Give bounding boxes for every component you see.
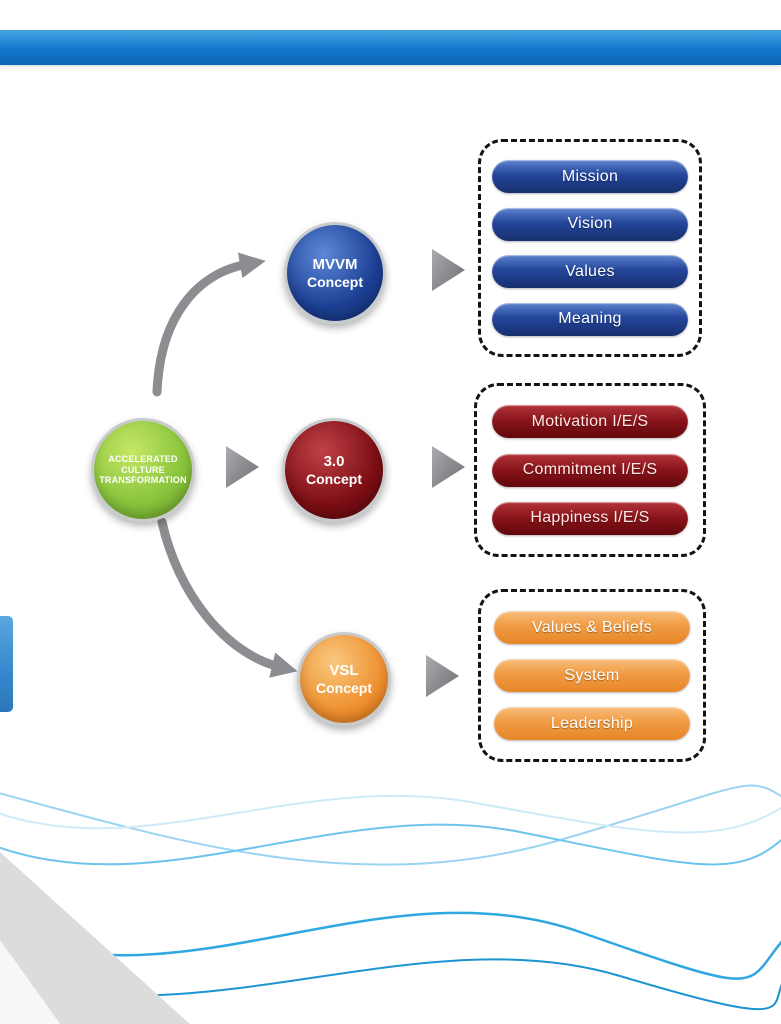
- pill-values-beliefs: Values & Beliefs: [494, 611, 690, 644]
- node-30-title: 3.0: [323, 453, 345, 471]
- header-bar: [0, 30, 781, 65]
- triangle-arrow-icon-root-to-30: [226, 446, 259, 488]
- triangle-arrow-icon-vsl-to-box: [426, 655, 459, 697]
- pill-system: System: [494, 659, 690, 692]
- corner-shape: [0, 940, 60, 1024]
- group-box-mvvm: Mission Vision Values Meaning: [478, 139, 702, 357]
- root-node-accelerated-culture-transformation: ACCELERATED CULTURE TRANSFORMATION: [91, 418, 195, 522]
- pill-mission: Mission: [492, 160, 688, 194]
- pill-commitment: Commitment I/E/S: [492, 453, 688, 487]
- curved-arrow-up-icon: [152, 252, 266, 397]
- group-box-vsl: Values & Beliefs System Leadership: [478, 589, 706, 762]
- pill-values: Values: [492, 255, 688, 289]
- node-vsl-subtitle: Concept: [316, 679, 372, 696]
- root-node-label: ACCELERATED CULTURE TRANSFORMATION: [99, 453, 187, 486]
- node-mvvm-title: MVVM: [312, 256, 358, 274]
- node-mvvm-concept: MVVM Concept: [284, 222, 386, 324]
- wave-line-icon: [0, 911, 781, 980]
- node-30-concept: 3.0 Concept: [282, 418, 386, 522]
- pill-happiness: Happiness I/E/S: [492, 501, 688, 535]
- curved-arrow-down-icon: [157, 517, 298, 678]
- triangle-arrow-icon-30-to-box: [432, 446, 465, 488]
- wave-line-icon: [0, 823, 781, 866]
- pill-leadership: Leadership: [494, 707, 690, 740]
- wave-line-icon: [0, 794, 781, 834]
- corner-shape: [0, 852, 60, 962]
- corner-shape: [0, 852, 190, 1024]
- group-box-30: Motivation I/E/S Commitment I/E/S Happin…: [474, 383, 706, 557]
- wave-line-icon: [0, 784, 781, 866]
- node-vsl-title: VSL: [329, 662, 359, 680]
- blue-edge-shape: [0, 616, 13, 712]
- pill-motivation: Motivation I/E/S: [492, 405, 688, 439]
- triangle-arrow-icon-mvvm-to-box: [432, 249, 465, 291]
- pill-vision: Vision: [492, 207, 688, 241]
- node-mvvm-subtitle: Concept: [307, 273, 363, 290]
- node-vsl-concept: VSL Concept: [297, 632, 391, 726]
- pill-meaning: Meaning: [492, 302, 688, 336]
- node-30-subtitle: Concept: [306, 470, 362, 487]
- wave-line-icon: [0, 958, 781, 1011]
